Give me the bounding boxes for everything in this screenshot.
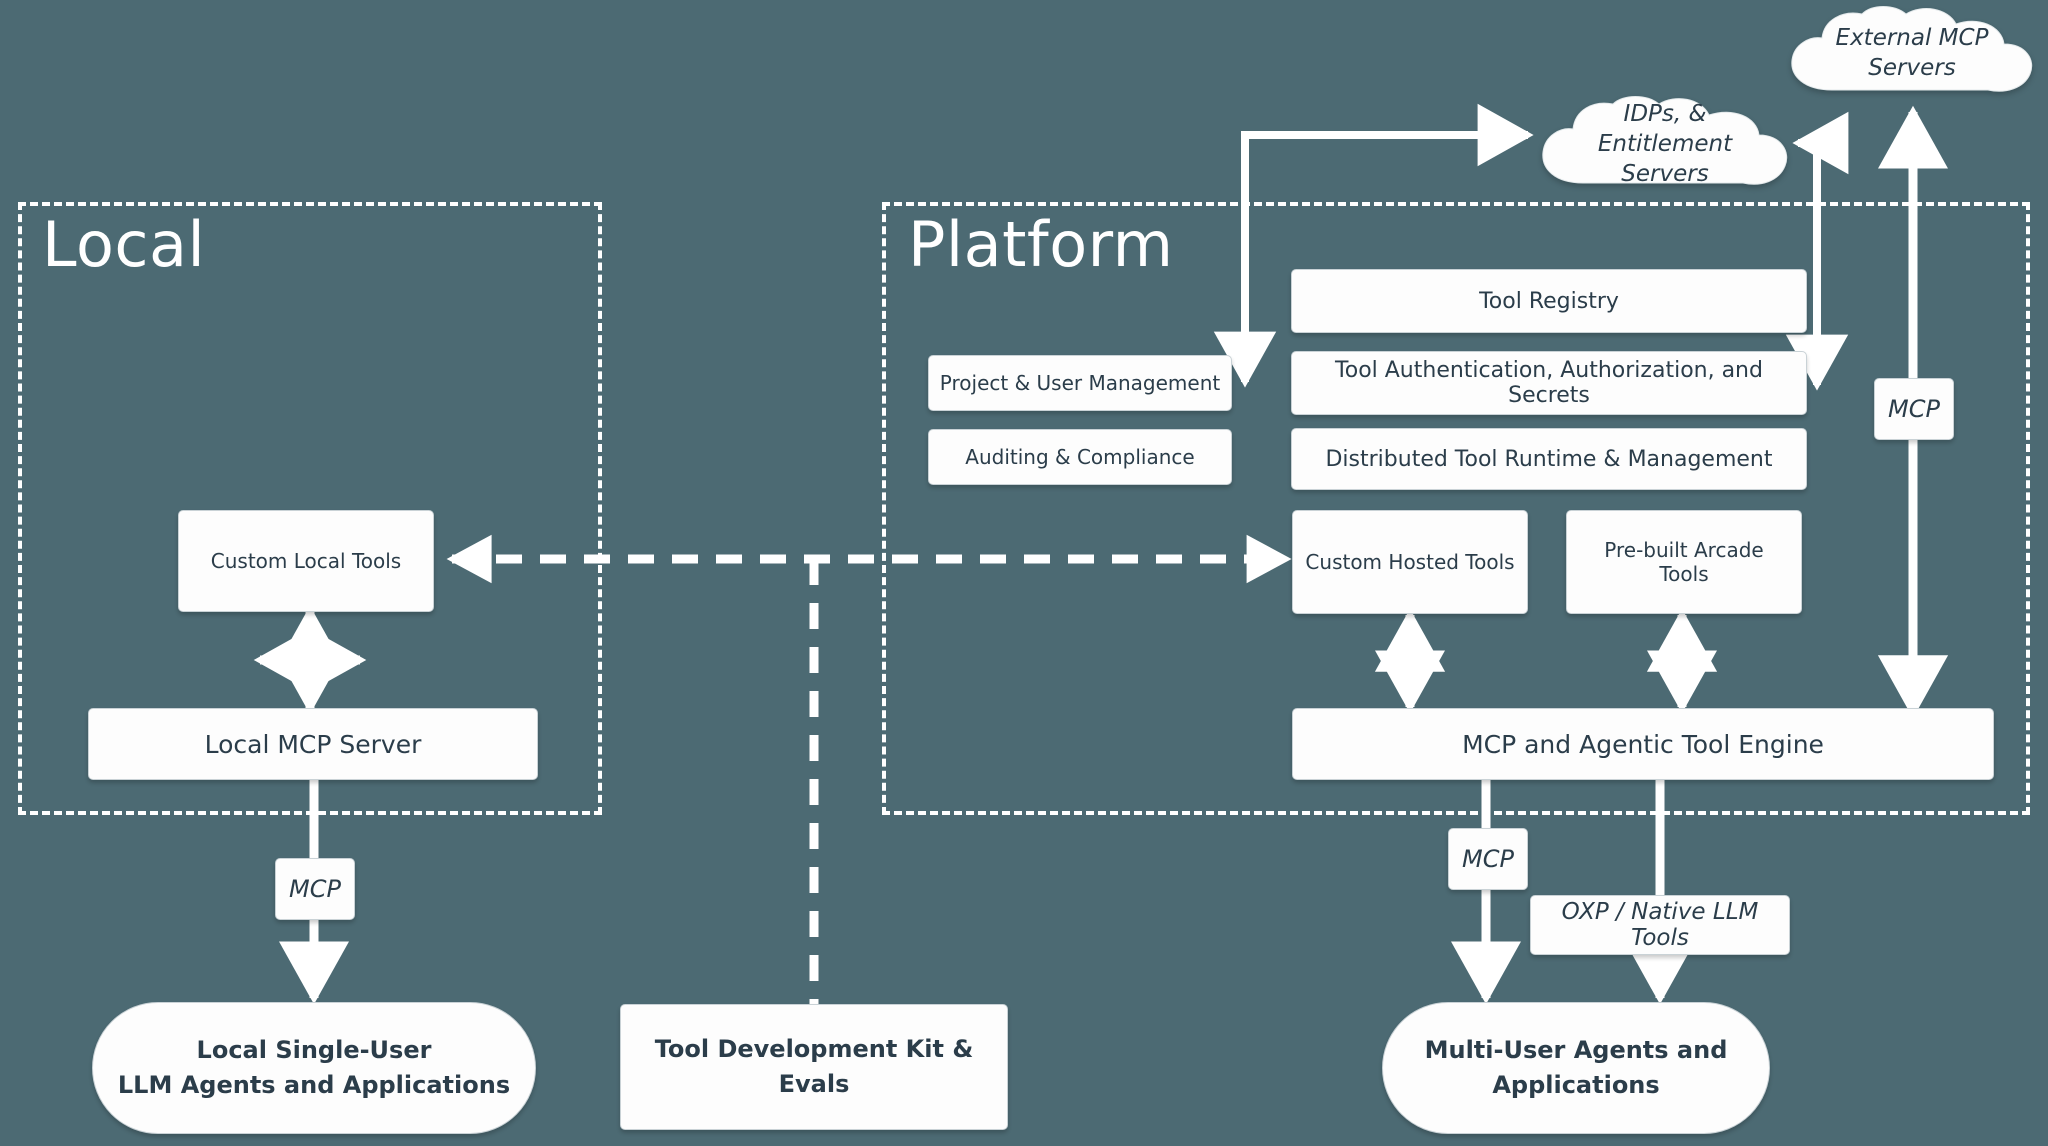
node-custom-hosted-tools-label: Custom Hosted Tools (1305, 550, 1515, 574)
node-project-user-management[interactable]: Project & User Management (928, 355, 1232, 411)
node-mcp-agentic-tool-engine[interactable]: MCP and Agentic Tool Engine (1292, 708, 1994, 780)
label-mcp-local[interactable]: MCP (275, 858, 355, 920)
node-multi-user-agents-line1: Multi-User Agents and (1424, 1036, 1728, 1065)
node-custom-hosted-tools[interactable]: Custom Hosted Tools (1292, 510, 1528, 614)
node-custom-local-tools[interactable]: Custom Local Tools (178, 510, 434, 612)
label-oxp-native-llm-tools[interactable]: OXP / Native LLM Tools (1530, 895, 1790, 955)
zone-platform (882, 202, 2030, 815)
node-distributed-tool-runtime[interactable]: Distributed Tool Runtime & Management (1291, 428, 1807, 490)
node-project-user-management-label: Project & User Management (939, 371, 1221, 395)
node-auditing-compliance[interactable]: Auditing & Compliance (928, 429, 1232, 485)
node-custom-local-tools-label: Custom Local Tools (210, 549, 402, 573)
zone-local (18, 202, 602, 815)
label-mcp-agents[interactable]: MCP (1448, 828, 1528, 890)
label-oxp-native-llm-tools-text: OXP / Native LLM Tools (1561, 899, 1759, 951)
label-mcp-external-text: MCP (1888, 395, 1940, 423)
node-local-agents-line1: Local Single-User (196, 1036, 432, 1065)
label-mcp-agents-text: MCP (1462, 845, 1514, 873)
cloud-idps-entitlement-servers-label: IDPs, & Entitlement Servers (1597, 101, 1733, 187)
cloud-external-mcp-servers-label: External MCP Servers (1835, 25, 1989, 81)
label-mcp-external[interactable]: MCP (1874, 378, 1954, 440)
node-tool-registry-label: Tool Registry (1479, 288, 1619, 314)
node-mcp-agentic-tool-engine-label: MCP and Agentic Tool Engine (1462, 729, 1824, 759)
node-local-mcp-server[interactable]: Local MCP Server (88, 708, 538, 780)
node-multi-user-agents-line2: Applications (1492, 1071, 1660, 1099)
zone-platform-title: Platform (908, 208, 1174, 281)
node-distributed-tool-runtime-label: Distributed Tool Runtime & Management (1325, 446, 1773, 472)
label-mcp-local-text: MCP (289, 875, 341, 903)
cloud-external-mcp-servers[interactable]: External MCP Servers (1780, 6, 2044, 102)
node-prebuilt-arcade-tools-label: Pre-built Arcade Tools (1604, 538, 1764, 586)
node-tool-registry[interactable]: Tool Registry (1291, 269, 1807, 333)
node-tool-development-kit-label: Tool Development Kit & Evals (654, 1035, 974, 1098)
node-local-single-user-agents[interactable]: Local Single-User LLM Agents and Applica… (92, 1002, 536, 1134)
node-prebuilt-arcade-tools[interactable]: Pre-built Arcade Tools (1566, 510, 1802, 614)
node-multi-user-agents[interactable]: Multi-User Agents and Applications (1382, 1002, 1770, 1134)
node-local-agents-line2: LLM Agents and Applications (117, 1071, 511, 1099)
node-tool-authentication-label: Tool Authentication, Authorization, and … (1335, 358, 1763, 408)
zone-local-title: Local (42, 208, 206, 281)
cloud-idps-entitlement-servers[interactable]: IDPs, & Entitlement Servers (1533, 95, 1797, 195)
node-tool-authentication[interactable]: Tool Authentication, Authorization, and … (1291, 351, 1807, 415)
node-auditing-compliance-label: Auditing & Compliance (965, 445, 1195, 469)
node-local-mcp-server-label: Local MCP Server (204, 729, 422, 759)
node-tool-development-kit[interactable]: Tool Development Kit & Evals (620, 1004, 1008, 1130)
